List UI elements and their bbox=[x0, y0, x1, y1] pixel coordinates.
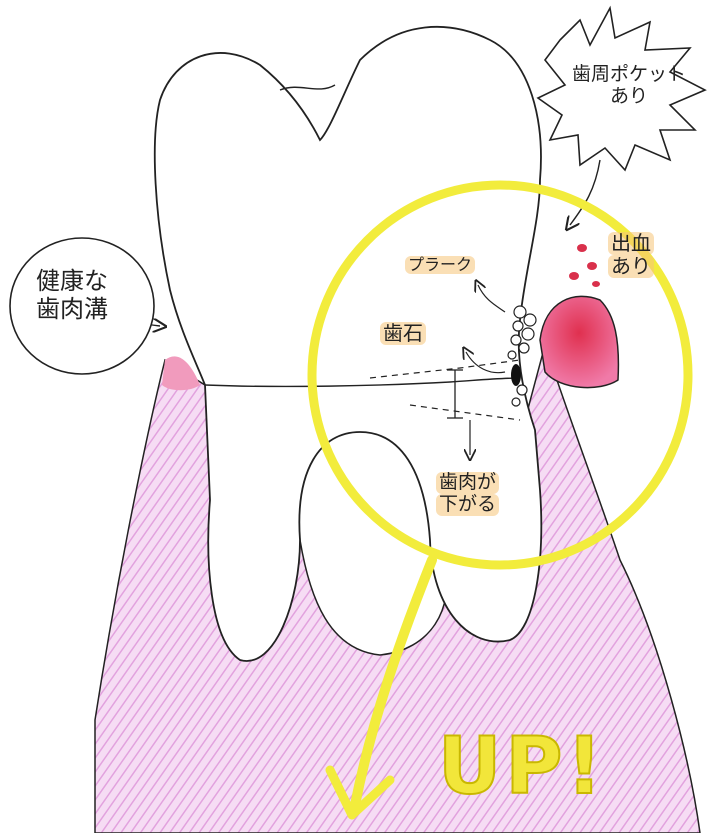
bleeding-label: 出血 あり bbox=[608, 232, 654, 278]
bleeding-line-1: 出血 bbox=[608, 232, 654, 255]
bleeding-drops bbox=[569, 244, 600, 287]
gum-recession-line-2: 下がる bbox=[436, 494, 499, 516]
inflamed-gum bbox=[540, 296, 618, 387]
bleeding-line-2: あり bbox=[608, 255, 654, 278]
healthy-sulcus-line-2: 歯肉溝 bbox=[36, 296, 108, 324]
periodontal-pocket-line-1: 歯周ポケット bbox=[572, 64, 686, 86]
up-label: UP! bbox=[438, 728, 606, 806]
tartar-deposit bbox=[511, 364, 521, 386]
periodontal-pocket-label: 歯周ポケット あり bbox=[572, 64, 686, 108]
healthy-sulcus-label: 健康な 歯肉溝 bbox=[36, 268, 108, 323]
periodontal-pocket-line-2: あり bbox=[572, 86, 686, 108]
gum-recession-line-1: 歯肉が bbox=[436, 472, 499, 494]
crown-groove bbox=[280, 85, 335, 90]
plaque-label: プラーク bbox=[405, 256, 475, 274]
tartar-label: 歯石 bbox=[380, 322, 426, 345]
healthy-sulcus-line-1: 健康な bbox=[36, 268, 108, 296]
gum-recession-label: 歯肉が 下がる bbox=[436, 472, 499, 516]
